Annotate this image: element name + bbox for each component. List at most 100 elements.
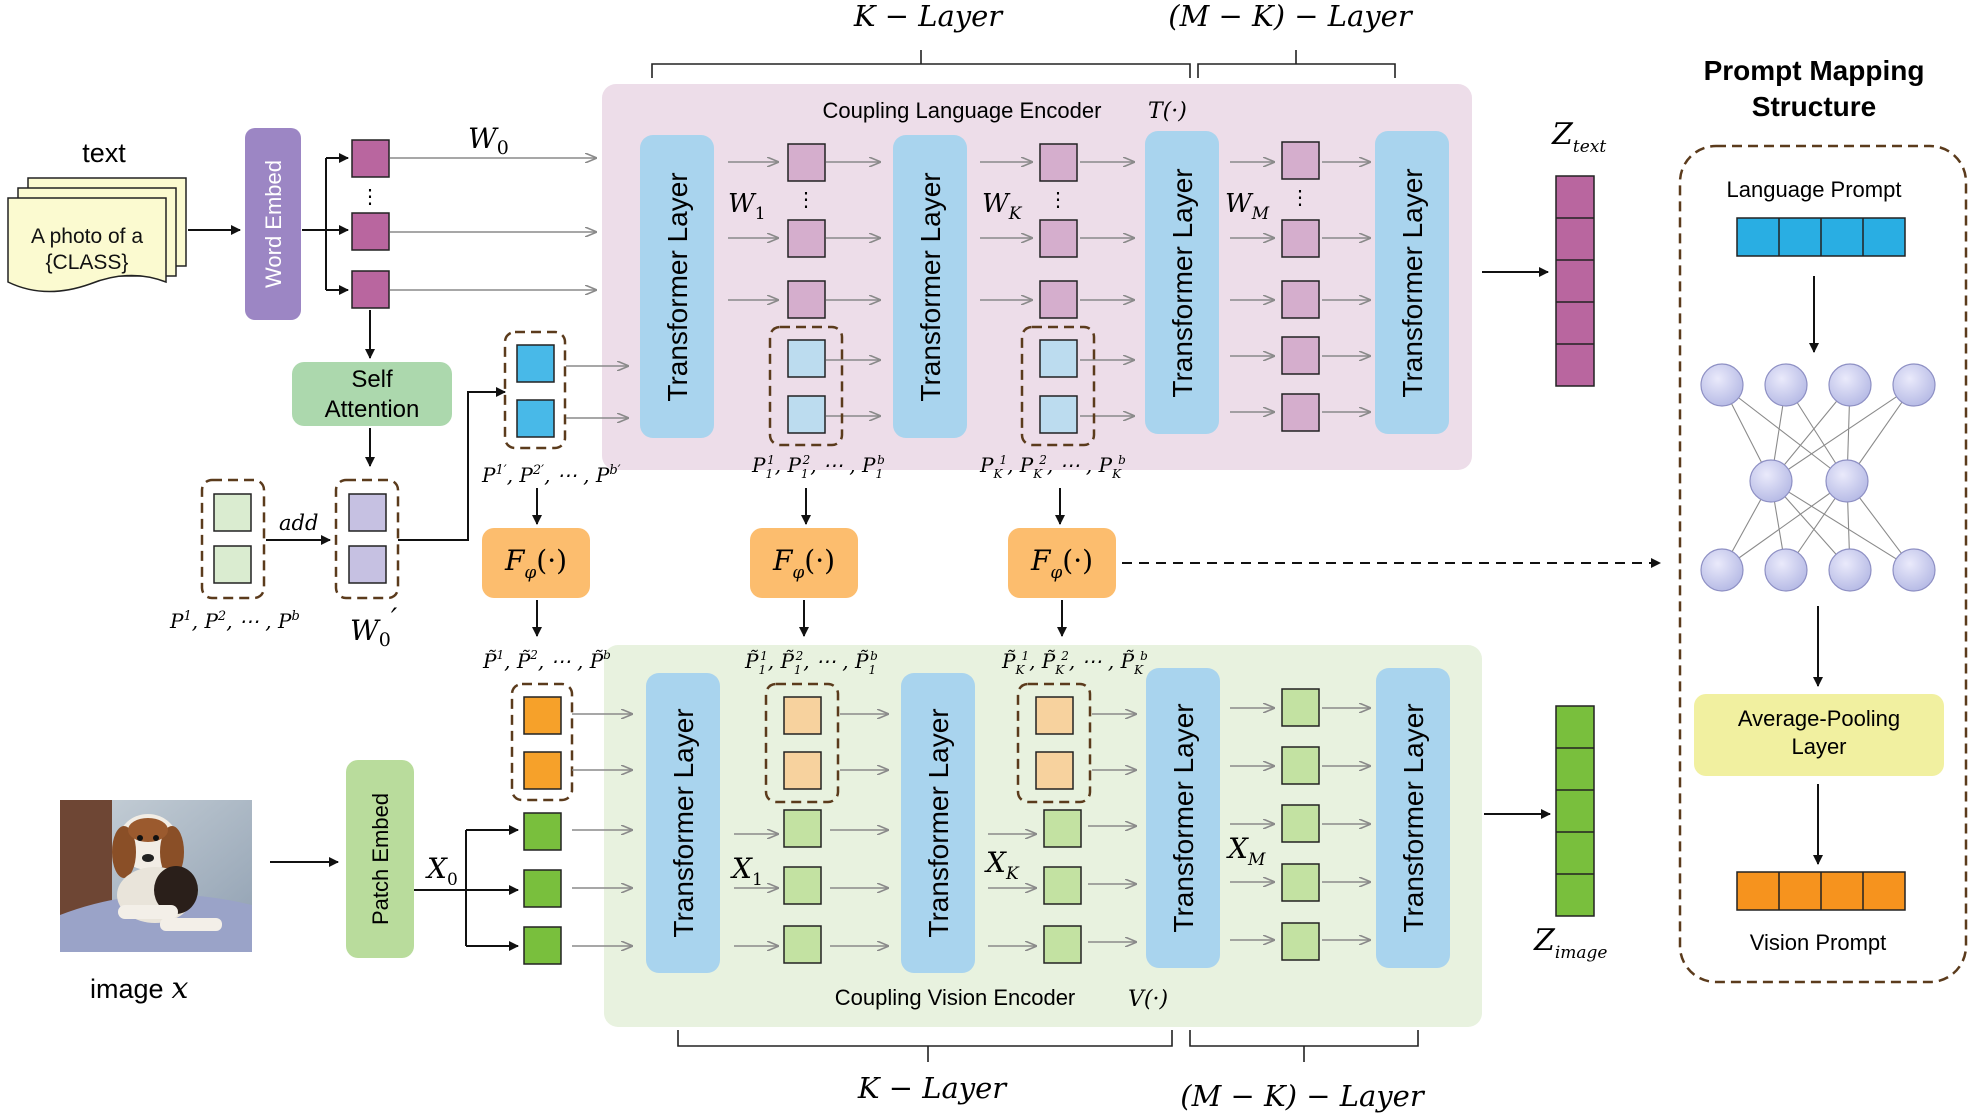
language-prompt-label: Language Prompt [1727,177,1902,202]
word-embed-block: Word Embed [245,128,301,320]
pk-layer-label: PK1, PK2, ⋯ , PKb [979,453,1126,481]
vis-stage-1 [734,682,888,964]
text-token [351,212,390,251]
svg-text:Transformer Layer: Transformer Layer [1397,168,1428,397]
w0prime-prompt-group [334,478,400,600]
lang-prompt-token [516,344,555,383]
vision-encoder-title: Coupling Vision Encoder [835,985,1076,1010]
top-braces: K − Layer (M − K) − Layer [651,0,1414,78]
vision-input-arrows [572,714,632,946]
average-pooling-block [1694,694,1944,776]
lang-stage-3: ⋮ [1230,141,1370,432]
transformer-layer-vis-1: Transformer Layer [646,673,720,973]
svg-text:Fφ(·): Fφ(·) [772,544,835,583]
language-encoder-title: Coupling Language Encoder [823,98,1102,123]
fphi-block-3: Fφ(·) [1008,528,1116,598]
transformer-layer-lang-2: Transformer Layer [893,135,967,438]
text-input-title: text [82,138,126,168]
add-label: add [279,511,318,535]
z-image-label: Zimage [1533,923,1608,963]
vision-prompt-token [523,751,562,790]
svg-text:Transformer Layer: Transformer Layer [662,172,693,401]
transformer-layer-vis-2: Transformer Layer [901,673,975,973]
vis-stage-3 [1230,688,1370,961]
svg-text:Transformer Layer: Transformer Layer [1167,168,1198,397]
input-image-dog [60,800,252,952]
w0prime-prompt-token [348,545,387,584]
lang-prompt-token [516,399,555,438]
z-image-vector [1555,705,1595,917]
token-dots: ⋮ [360,186,380,208]
bottom-braces: K − Layer (M − K) − Layer [677,1030,1426,1113]
patch-embed-block: Patch Embed [346,760,414,958]
pt1-layer-label: P̃11, P̃12, ⋯ , P̃1b [744,649,878,677]
transformer-layer-lang-4: Transformer Layer [1375,131,1449,434]
p-init-label: P1, P2, ⋯ , Pb [169,609,300,633]
vision-prompt-label: Vision Prompt [1750,930,1887,955]
z-text-vector [1555,175,1595,387]
pms-title-line2: Structure [1752,91,1876,122]
xm-label: XM [1226,832,1266,870]
vision-encoder-fn: V(·) [1128,987,1168,1012]
svg-text:Transformer Layer: Transformer Layer [668,708,699,937]
lang-prompt-group [503,330,567,450]
p-prime-label: P1′, P2′, ⋯ , Pb′ [481,463,621,487]
vision-prompt-vector [1736,871,1906,911]
transformer-layer-vis-3: Transformer Layer [1146,668,1220,968]
vision-encoder-panel [604,645,1482,1027]
text-token [351,270,390,309]
text-token [351,139,390,178]
transformer-layer-lang-3: Transformer Layer [1145,131,1219,434]
svg-text:⋮: ⋮ [1290,187,1310,209]
pt-init-label: P̃1, P̃2, ⋯ , P̃b [482,648,611,673]
wm-label: WM [1225,189,1270,224]
transformer-layer-lang-1: Transformer Layer [640,135,714,438]
svg-text:Patch Embed: Patch Embed [368,793,393,925]
language-prompt-vector [1736,217,1906,257]
vis-stage-2 [988,682,1136,964]
svg-text:Fφ(·): Fφ(·) [1030,544,1093,583]
fphi-block-2: Fφ(·) [750,528,858,598]
svg-text:Fφ(·): Fφ(·) [504,544,567,583]
lang-stage-1: ⋮ [728,143,880,447]
text-input-document: text A photo of a {CLASS} [7,138,187,293]
svg-text:⋮: ⋮ [796,189,816,211]
svg-text:⋮: ⋮ [1048,189,1068,211]
k-layer-bottom-label: K − Layer [857,1071,1008,1105]
svg-text:Transformer Layer: Transformer Layer [923,708,954,937]
word-embed-split-arrows [302,153,349,295]
w0-label: W0 [468,122,509,159]
z-text-label: Ztext [1551,117,1606,157]
mk-layer-top-label: (M − K) − Layer [1168,0,1414,33]
image-patch-token [523,869,562,908]
transformer-layer-vis-4: Transformer Layer [1376,668,1450,968]
init-prompt-token [213,493,252,532]
p1-layer-label: P11, P12, ⋯ , P1b [751,453,885,481]
ptk-layer-label: P̃K1, P̃K2, ⋯ , P̃Kb [1001,649,1148,677]
token-to-encoder-arrows [390,158,596,290]
vision-prompt-token [523,696,562,735]
language-encoder-fn: T(·) [1148,99,1187,124]
image-patch-token [523,812,562,851]
x0-label: X0 [425,852,458,890]
k-layer-top-label: K − Layer [853,0,1004,33]
patch-embed-split-arrows [414,825,519,951]
image-patch-token [523,926,562,965]
lang-stage-2: ⋮ [980,143,1134,447]
text-input-content: A photo of a {CLASS} [30,225,144,274]
vision-prompt-group [510,682,574,802]
lang-prompt-arrows [566,366,628,418]
mk-layer-bottom-label: (M − K) − Layer [1180,1079,1426,1113]
pms-title-line1: Prompt Mapping [1704,55,1925,86]
mlp-network [1700,363,1936,592]
init-prompt-token [213,545,252,584]
fphi-down-arrows [532,600,1067,637]
svg-text:Word Embed: Word Embed [261,160,286,288]
w0prime-prompt-token [348,493,387,532]
